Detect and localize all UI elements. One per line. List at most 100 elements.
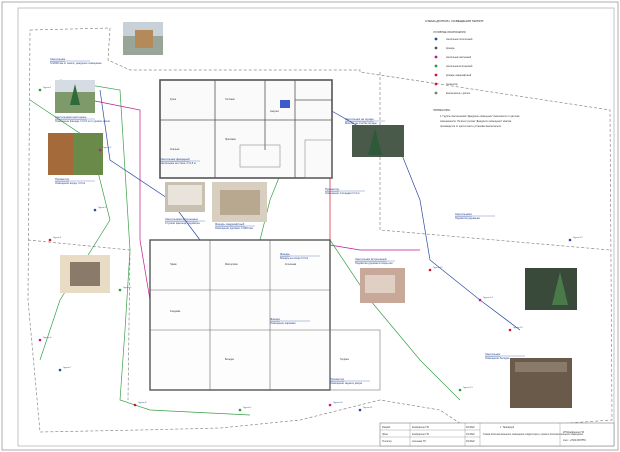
- lamp-marker-icon: [508, 328, 512, 332]
- photo-thumbnail: [123, 22, 163, 55]
- lamp-group-label: Группа 7: [63, 367, 72, 369]
- lamp-marker-icon: [428, 268, 432, 272]
- notes-heading: ПРИМЕЧАНИЕ:: [433, 109, 451, 112]
- lamp-group-label: Группа 15: [573, 237, 583, 239]
- callout-body: Ступени крыльца, подсветка: [165, 221, 200, 225]
- legend-symbol-icon: [434, 82, 438, 86]
- lamp-group-label: Группа 10: [333, 402, 343, 404]
- stamp-date: 03.2022: [466, 440, 475, 443]
- stamp-owner: ИП Кондрашов Г.В.: [563, 431, 585, 434]
- legend-label: светильник встроенный: [446, 65, 473, 68]
- porch-slab: [239, 144, 281, 168]
- lamp-group-label: Группа 4: [53, 237, 62, 239]
- legend-heading: УСЛОВНЫЕ ОБОЗНАЧЕНИЯ: [433, 31, 466, 34]
- room-label: Прихожая: [225, 139, 236, 141]
- photo-thumbnails: [48, 22, 577, 408]
- callout-body: Освещение фасада, h=2,5 м от уровня земл…: [55, 119, 110, 123]
- stamp-role: Пров.: [382, 433, 389, 436]
- room-label: Кладовая: [170, 311, 181, 313]
- stamp-name: Агишева ТЗ.: [411, 440, 427, 443]
- stamp-role: Н.контр.: [382, 440, 392, 443]
- photo-thumbnail: [212, 182, 267, 222]
- callout-title: Светильник встроенный: [355, 257, 387, 261]
- stamp-phone: тел.: +79213315554: [563, 439, 586, 442]
- cable-green-3: [329, 239, 461, 401]
- room-label: Котельная: [285, 264, 297, 266]
- lamp-marker-icon: [133, 403, 137, 407]
- callout-title: Светильник фасадный: [160, 157, 190, 161]
- lamp-marker-icon: [478, 298, 482, 302]
- photo-thumbnail: [360, 268, 405, 303]
- room-label: Гостиная: [225, 99, 235, 101]
- callout-body: Фонарь на опоре h=3 м: [280, 256, 308, 260]
- lamp-marker-icon: [238, 408, 242, 412]
- upper-building-outline: [159, 79, 333, 179]
- note-line: 1. Группы светильников "Дежурное освещен…: [440, 115, 520, 118]
- lower-building: Гараж Мастерская Котельная Кладовая Терр…: [149, 239, 381, 391]
- room-label: Мастерская: [225, 264, 238, 266]
- callout-title: Светильник: [485, 352, 501, 356]
- legend: СХЕМА ДОПОЛН. ОСВЕЩЕНИЯ ТЕРРИТ. УСЛОВНЫЕ…: [425, 19, 520, 128]
- photo-thumbnail: [48, 133, 103, 175]
- legend-label: выключатель / датчик: [446, 92, 471, 95]
- callout-body: Освещение входа, h=3 м: [55, 181, 85, 185]
- terrace: [329, 329, 381, 391]
- note-line: производится от щита в месте установки в…: [440, 125, 502, 128]
- stamp-name: Кондрашов Г.В.: [412, 433, 430, 436]
- callout-title: Фонари: [270, 317, 280, 321]
- lamp-marker-icon: [48, 238, 52, 242]
- callout-body: Подсветка деревьев: [455, 216, 480, 220]
- stamp-description: Схема дополнительного освещения территор…: [483, 433, 584, 436]
- callout-body: Монтаж на столбы ограды: [345, 121, 377, 125]
- lamp-group-label: Группа 6: [43, 337, 52, 339]
- callout-body: Освещение площадки h=4 м: [325, 191, 360, 195]
- lamp-group-label: Группа 14: [483, 297, 493, 299]
- stamp-role: Разраб.: [382, 426, 391, 429]
- stamp-name: Кондрашов Г.В.: [412, 426, 430, 429]
- photo-thumbnail: [60, 255, 110, 293]
- cable-green-1: [59, 79, 251, 416]
- callout-title: Светильник: [50, 57, 66, 61]
- legend-label: светильник настенный: [446, 56, 472, 59]
- photo-thumbnail: [525, 268, 577, 310]
- note-line: освещённости. На всех группах "Дежурного…: [440, 120, 512, 123]
- callout-title: Прожектор: [325, 187, 340, 191]
- callout-body: Подсветка дорожки в покрытии: [355, 261, 393, 265]
- lamp-marker-icon: [328, 403, 332, 407]
- callout-body: Светильник на стене, h=2,5 м: [160, 161, 196, 165]
- lamp-marker-icon: [568, 238, 572, 242]
- callout-title: Светильники встроенные: [165, 217, 198, 221]
- cable-blue-1: [99, 89, 201, 241]
- callout-title: Прожектор: [55, 177, 70, 181]
- legend-symbol-icon: [434, 46, 438, 50]
- lamp-marker-icon: [38, 88, 42, 92]
- stamp-date: 03.2022: [466, 433, 475, 436]
- room-label: Спальня: [170, 149, 180, 151]
- room-label: Террасa: [340, 359, 350, 361]
- lamp-group-label: Группа 16: [513, 327, 523, 329]
- cable-green-2: [29, 99, 111, 361]
- room-label: Беседка: [225, 359, 235, 361]
- lamp-group-label: Группа 3: [98, 207, 107, 209]
- stamp-project: г. Тайкаргуд: [500, 426, 515, 429]
- lamp-group-label: Группа 12: [433, 267, 443, 269]
- callout-title: Фонарь: [280, 252, 290, 256]
- room-label: Гараж: [170, 264, 177, 266]
- lamp-marker-icon: [358, 408, 362, 412]
